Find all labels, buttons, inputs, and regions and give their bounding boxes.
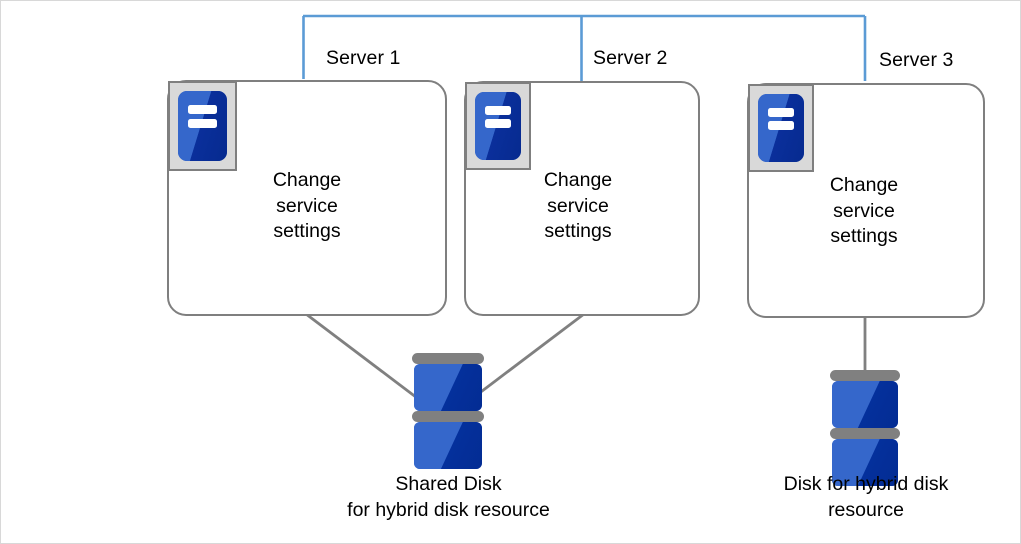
disk-slab-top: [832, 381, 898, 428]
disk-slab-gradient: [414, 364, 482, 411]
disk-cap-top: [412, 353, 484, 364]
server-icon-bar-top: [767, 107, 795, 117]
disk-slab-bottom: [832, 439, 898, 486]
disk-slab-gradient: [832, 439, 898, 486]
server-3-label: Server 3: [879, 49, 954, 71]
server-3-caption: Change service settings: [829, 174, 899, 247]
disk-slab-bottom: [414, 422, 482, 469]
server-2-caption: Change service settings: [543, 169, 613, 242]
disk-cap-top: [830, 370, 900, 381]
disk-cap-middle: [412, 411, 484, 422]
hybrid-disk-caption: Disk for hybrid disk resource: [783, 473, 949, 521]
shared-disk-caption: Shared Disk for hybrid disk resource: [347, 473, 550, 521]
server-icon: [748, 84, 814, 172]
server-1-caption: Change service settings: [272, 169, 342, 242]
server-icon: [465, 82, 531, 170]
server-icon-bar-bottom: [767, 121, 795, 131]
server-icon-body: [758, 94, 804, 162]
disk-slab-gradient: [414, 422, 482, 469]
server-icon-body: [178, 91, 227, 161]
server-1-box[interactable]: [167, 80, 447, 316]
disk-slab-gradient: [832, 381, 898, 428]
server-icon-bar-top: [484, 105, 512, 115]
shared-disk-icon[interactable]: [412, 353, 484, 469]
server-1-label: Server 1: [326, 47, 401, 69]
server-icon: [168, 81, 237, 171]
disk-cap-middle: [830, 428, 900, 439]
server-icon-bar-bottom: [188, 119, 217, 129]
disk-links: [305, 312, 867, 415]
server-icon-body: [475, 92, 521, 160]
server-2-label: Server 2: [593, 47, 668, 69]
server-icon-bar-top: [188, 105, 217, 115]
server-icon-bar-bottom: [484, 119, 512, 129]
hybrid-disk-icon[interactable]: [830, 370, 900, 486]
disk-slab-top: [414, 364, 482, 411]
